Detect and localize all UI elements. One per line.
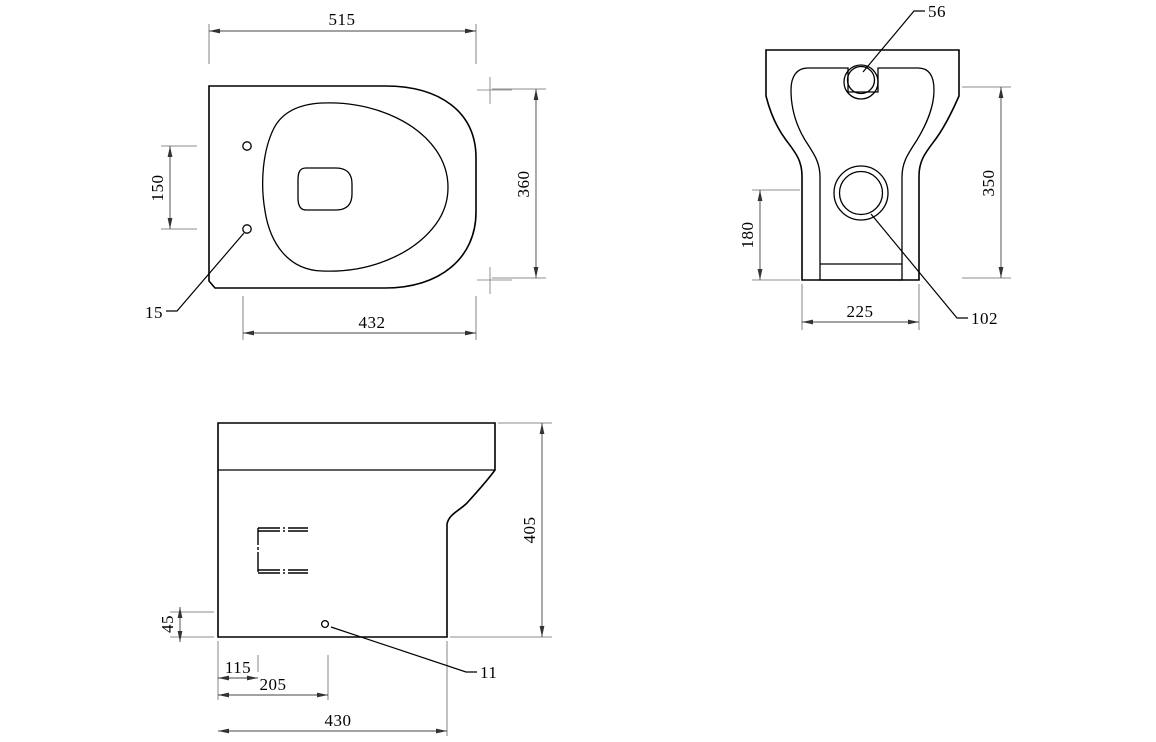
side-profile-outline <box>217 422 496 638</box>
dim-45-group: 45 <box>158 607 214 642</box>
dim-205-text: 205 <box>260 675 287 694</box>
dim-180-group: 180 <box>738 189 800 281</box>
rear-outer-outline <box>765 49 960 281</box>
plan-view-group: 515 432 360 150 <box>145 10 546 340</box>
dim-405-group: 405 <box>450 422 552 638</box>
rear-inlet-hole-outer <box>843 64 879 100</box>
plan-fixing-hole-upper <box>242 141 252 151</box>
leader-56-text: 56 <box>928 2 946 21</box>
leader-102-group: 102 <box>870 213 998 328</box>
dim-360-text: 360 <box>514 171 533 198</box>
dim-515-group: 515 <box>208 10 477 64</box>
dim-350-text: 350 <box>979 170 998 197</box>
dim-225-group: 225 <box>801 284 920 330</box>
rear-inner-contour <box>790 67 935 281</box>
rear-inlet-hole-inner <box>846 65 876 95</box>
dim-205-group: 205 <box>218 655 329 700</box>
leader-11-text: 11 <box>480 663 497 682</box>
dim-405-text: 405 <box>520 517 539 544</box>
leader-56-group: 56 <box>862 2 946 73</box>
dim-45-text: 45 <box>158 615 177 633</box>
dim-150-text: 150 <box>148 175 167 202</box>
dim-115-text: 115 <box>225 658 251 677</box>
rear-outlet-hole-outer <box>833 165 889 221</box>
leader-11-group: 11 <box>330 626 497 682</box>
plan-bowl-opening <box>297 167 353 211</box>
dim-430-text: 430 <box>325 711 352 730</box>
dim-180-text: 180 <box>738 222 757 249</box>
plan-fixing-hole-lower <box>242 224 252 234</box>
dim-515-text: 515 <box>329 10 356 29</box>
dim-150-group: 150 <box>148 145 197 230</box>
side-view-group: 405 45 115 205 <box>158 422 552 736</box>
rear-outlet-hole-inner <box>838 170 884 216</box>
dim-350-group: 350 <box>962 86 1011 279</box>
dim-432-text: 432 <box>359 313 386 332</box>
leader-15-group: 15 <box>145 232 245 322</box>
plan-seat-rim-outline <box>262 102 449 272</box>
plan-outer-outline <box>208 85 477 289</box>
dim-360-group: 360 <box>492 88 546 279</box>
plan-center-marks <box>477 77 512 294</box>
side-fixing-hole <box>320 619 330 629</box>
leader-102-text: 102 <box>971 309 998 328</box>
rear-view-group: 350 180 225 56 <box>738 2 1011 330</box>
dim-115-group: 115 <box>217 641 259 700</box>
dim-225-text: 225 <box>847 302 874 321</box>
dim-430-group: 430 <box>218 641 448 736</box>
side-hidden-detail <box>257 527 308 574</box>
dim-432-group: 432 <box>242 296 477 340</box>
leader-15-text: 15 <box>145 303 163 322</box>
